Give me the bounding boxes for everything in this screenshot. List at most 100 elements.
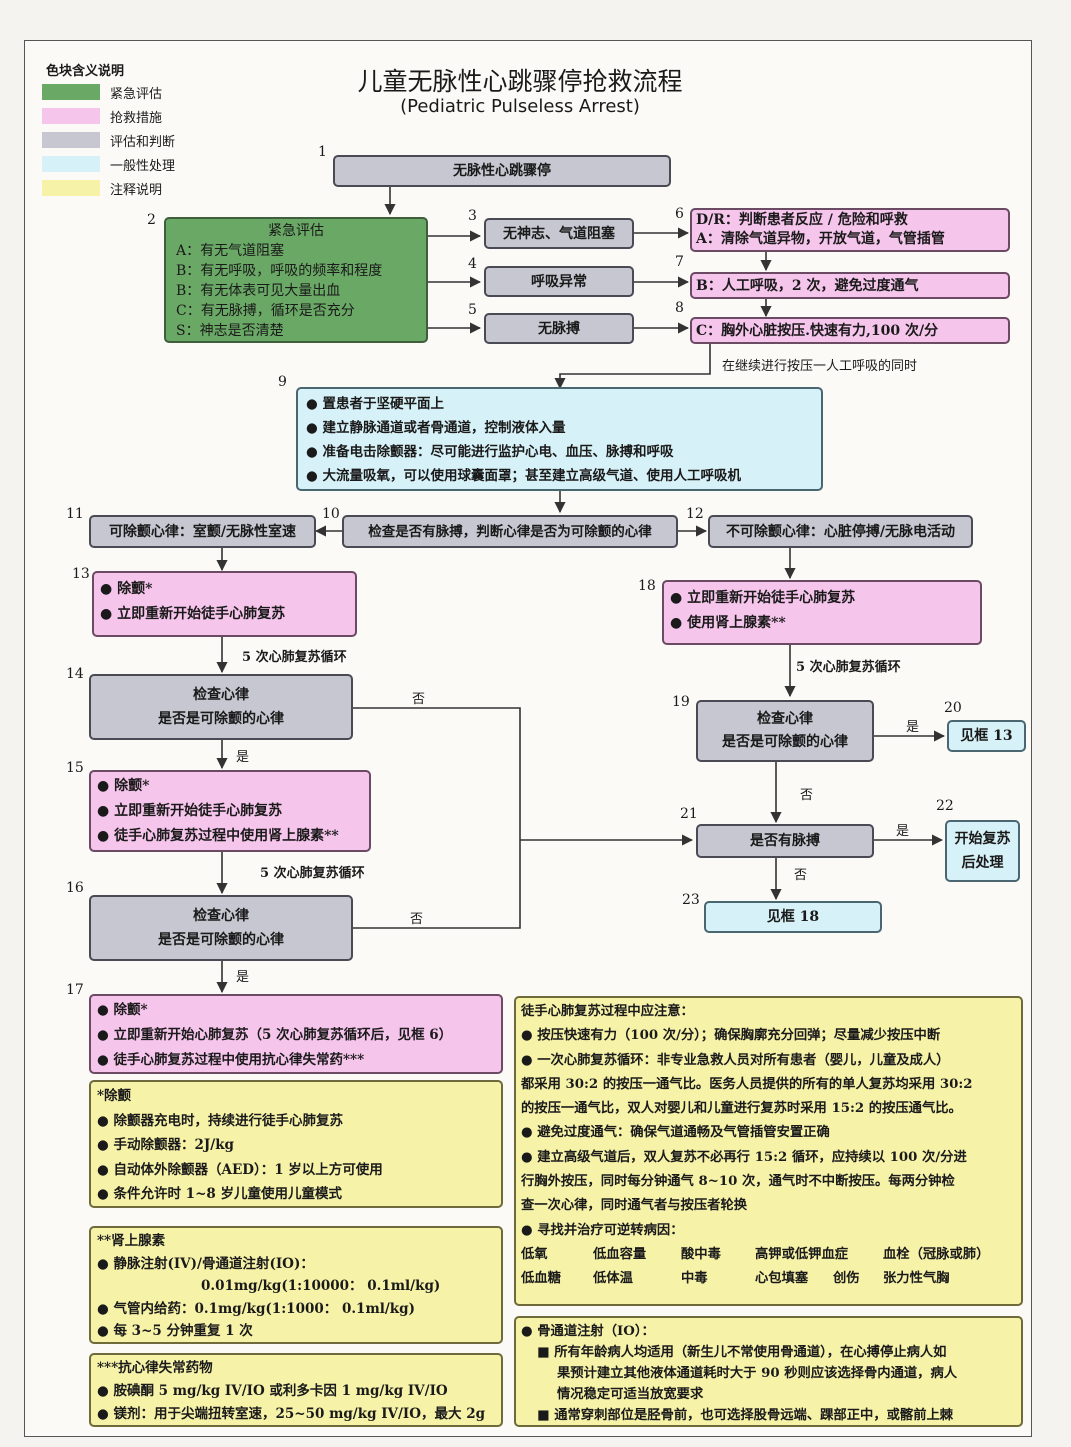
node-18-cpr-epinephrine: ● 立即重新开始徒手心肺复苏 ● 使用肾上腺素** (662, 580, 982, 645)
node-9-item: ● 准备电击除颤器：尽可能进行监护心电、血压、脉搏和呼吸 (306, 444, 674, 460)
legend-swatch-note (42, 180, 100, 196)
cause-item: 低血容量 (593, 1246, 647, 1262)
page-title: 儿童无脉性心跳骤停抢救流程 (357, 67, 683, 96)
note-cpr-line: 查一次心律，同时通气者与按压者轮换 (521, 1198, 748, 1214)
edge-label-no: 否 (412, 692, 426, 707)
note-cpr-line: 的按压一通气比，双人对婴儿和儿童进行复苏时采用 15:2 的按压通气比。 (521, 1101, 962, 1117)
node-14-line: 检查心律 (193, 687, 249, 703)
node-11-number: 11 (66, 506, 84, 522)
note-io-title: ● 骨通道注射（IO）： (521, 1324, 655, 1339)
node-3-unconscious-airway: 无神志、气道阻塞 (484, 218, 634, 249)
node-18-item: ● 使用肾上腺素** (670, 615, 786, 631)
note-cpr-line: 都采用 30:2 的按压一通气比。医务人员提供的所有的单人复苏均采用 30:2 (521, 1076, 973, 1092)
node-18-number: 18 (638, 578, 656, 594)
node-9-number: 9 (278, 374, 287, 390)
note-defib-item: ● 自动体外除颤器（AED）：1 岁以上方可使用 (97, 1161, 383, 1178)
node-5-number: 5 (468, 302, 477, 318)
legend-label-urgent: 紧急评估 (110, 87, 163, 102)
note-io-line: 果预计建立其他液体通道耗时大于 90 秒则应该选择骨内通道，病人 (557, 1366, 958, 1381)
note-cpr-title: 徒手心肺复苏过程中应注意： (521, 1004, 694, 1019)
node-17-defibrillate-antiarrhythmic: ● 除颤* ● 立即重新开始心肺复苏（5 次心肺复苏循环后，见框 6） ● 徒手… (89, 994, 503, 1074)
edge-label-cpr-cycles: 5 次心肺复苏循环 (260, 866, 365, 881)
note-cpr-causes-row: 低氧 低血容量 酸中毒 高钾或低钾血症 血栓（冠脉或肺） (521, 1243, 1016, 1267)
edge-label-yes: 是 (896, 824, 910, 839)
node-6-response-airway: D/R：判断患者反应 / 危险和呼救 A：清除气道异物，开放气道，气管插管 (690, 208, 1010, 252)
node-12-non-shockable: 不可除颤心律：心脏停搏/无脉电活动 (708, 515, 973, 548)
cause-item: 低氧 (521, 1246, 548, 1262)
node-4-number: 4 (468, 256, 477, 272)
legend-swatch-assess (42, 132, 100, 148)
node-21-pulse-present: 是否有脉搏 (696, 824, 874, 858)
note-cpr-guidelines: 徒手心肺复苏过程中应注意： ● 按压快速有力（100 次/分）；确保胸廓充分回弹… (514, 996, 1023, 1306)
cause-item: 中毒 (681, 1270, 708, 1286)
node-6-line: A：清除气道异物，开放气道，气管插管 (696, 231, 945, 247)
node-16-number: 16 (66, 880, 84, 896)
node-10-number: 10 (322, 506, 340, 522)
node-2-line: A：有无气道阻塞 (176, 243, 285, 259)
cause-item: 创伤 (833, 1270, 860, 1286)
node-15-item: ● 除颤* (97, 778, 150, 794)
node-2-line: B：有无呼吸，呼吸的频率和程度 (176, 263, 383, 279)
note-cpr-item: ● 一次心肺复苏循环：非专业急救人员对所有患者（婴儿，儿童及成人） (521, 1052, 950, 1068)
node-15-item: ● 徒手心肺复苏过程中使用肾上腺素** (97, 828, 339, 844)
note-antiarr-item: ● 胺碘酮 5 mg/kg IV/IO 或利多卡因 1 mg/kg IV/IO (97, 1383, 448, 1399)
node-17-item: ● 除颤* (97, 1002, 148, 1018)
note-antiarr-title: ***抗心律失常药物 (97, 1360, 213, 1376)
edge-label-no: 否 (800, 788, 814, 803)
note-io-line: 情况稳定可适当放宽要求 (557, 1387, 704, 1402)
cause-item: 张力性气胸 (883, 1270, 950, 1286)
note-antiarrhythmics: ***抗心律失常药物 ● 胺碘酮 5 mg/kg IV/IO 或利多卡因 1 m… (89, 1353, 503, 1427)
node-17-item: ● 徒手心肺复苏过程中使用抗心律失常药*** (97, 1052, 365, 1068)
edge-label-no: 否 (410, 912, 424, 927)
note-defib-item: ● 条件允许时 1~8 岁儿童使用儿童模式 (97, 1186, 342, 1202)
node-23-see-box-18[interactable]: 见框 18 (704, 901, 882, 933)
note-cpr-item: ● 按压快速有力（100 次/分）；确保胸廓充分回弹；尽量减少按压中断 (521, 1028, 941, 1044)
node-8-chest-compression: C：胸外心脏按压.快速有力,100 次/分 (690, 317, 1010, 344)
node-9-item: ● 置患者于坚硬平面上 (306, 396, 444, 412)
node-7-rescue-breathing: B：人工呼吸，2 次，避免过度通气 (690, 272, 1010, 299)
note-defib-item: ● 除颤器充电时，持续进行徒手心肺复苏 (97, 1112, 343, 1129)
cause-item: 低体温 (593, 1270, 633, 1286)
legend-swatch-urgent (42, 84, 100, 100)
cause-item: 高钾或低钾血症 (755, 1246, 849, 1262)
note-epi-item: ● 气管内给药：0.1mg/kg(1:1000： 0.1ml/kg) (97, 1300, 415, 1317)
node-13-defibrillate: ● 除颤* ● 立即重新开始徒手心肺复苏 (92, 571, 357, 637)
note-continue-cpr: 在继续进行按压一人工呼吸的同时 (722, 359, 918, 374)
node-9-general-measures: ● 置患者于坚硬平面上 ● 建立静脉通道或者骨通道，控制液体入量 ● 准备电击除… (296, 387, 823, 491)
node-9-item: ● 建立静脉通道或者骨通道，控制液体入量 (306, 420, 566, 436)
node-2-line: S：神志是否清楚 (176, 323, 284, 339)
note-cpr-line: 行胸外按压，同时每分钟通气 8~10 次，通气时不中断按压。每两分钟检 (521, 1174, 955, 1190)
edge-label-yes: 是 (236, 750, 250, 765)
note-epinephrine: **肾上腺素 ● 静脉注射(IV)/骨通道注射(IO)： 0.01mg/kg(1… (89, 1226, 503, 1344)
node-6-number: 6 (675, 206, 684, 222)
cause-item: 酸中毒 (681, 1246, 721, 1262)
node-20-see-box-13[interactable]: 见框 13 (947, 720, 1026, 752)
node-19-line: 检查心律 (757, 711, 813, 727)
cause-item: 心包填塞 (755, 1270, 809, 1286)
node-4-abnormal-breathing: 呼吸异常 (484, 266, 634, 297)
note-epi-dose: 0.01mg/kg(1:10000： 0.1ml/kg) (201, 1278, 441, 1294)
edge-label-yes: 是 (906, 720, 920, 735)
node-2-number: 2 (147, 212, 156, 228)
edge-label-cpr-cycles: 5 次心肺复苏循环 (242, 650, 347, 665)
note-epi-title: **肾上腺素 (97, 1233, 166, 1249)
cause-item: 血栓（冠脉或肺） (883, 1246, 990, 1262)
node-14-check-rhythm: 检查心律 是否是可除颤的心律 (89, 674, 353, 740)
legend-swatch-rescue (42, 108, 100, 124)
node-22-line: 开始复苏 (954, 831, 1011, 847)
node-8-number: 8 (675, 300, 684, 316)
node-15-item: ● 立即重新开始徒手心肺复苏 (97, 803, 283, 819)
node-16-line: 检查心律 (193, 908, 249, 924)
node-19-number: 19 (672, 694, 690, 710)
legend-swatch-general (42, 156, 100, 172)
node-5-no-pulse: 无脉搏 (484, 313, 634, 344)
node-15-number: 15 (66, 760, 84, 776)
legend-label-rescue: 抢救措施 (110, 111, 163, 126)
node-14-number: 14 (66, 666, 84, 682)
node-23-number: 23 (682, 892, 700, 908)
node-18-item: ● 立即重新开始徒手心肺复苏 (670, 590, 856, 606)
note-defib-title: *除颤 (97, 1088, 132, 1104)
node-7-number: 7 (675, 254, 684, 270)
edge-label-cpr-cycles: 5 次心肺复苏循环 (796, 660, 901, 675)
